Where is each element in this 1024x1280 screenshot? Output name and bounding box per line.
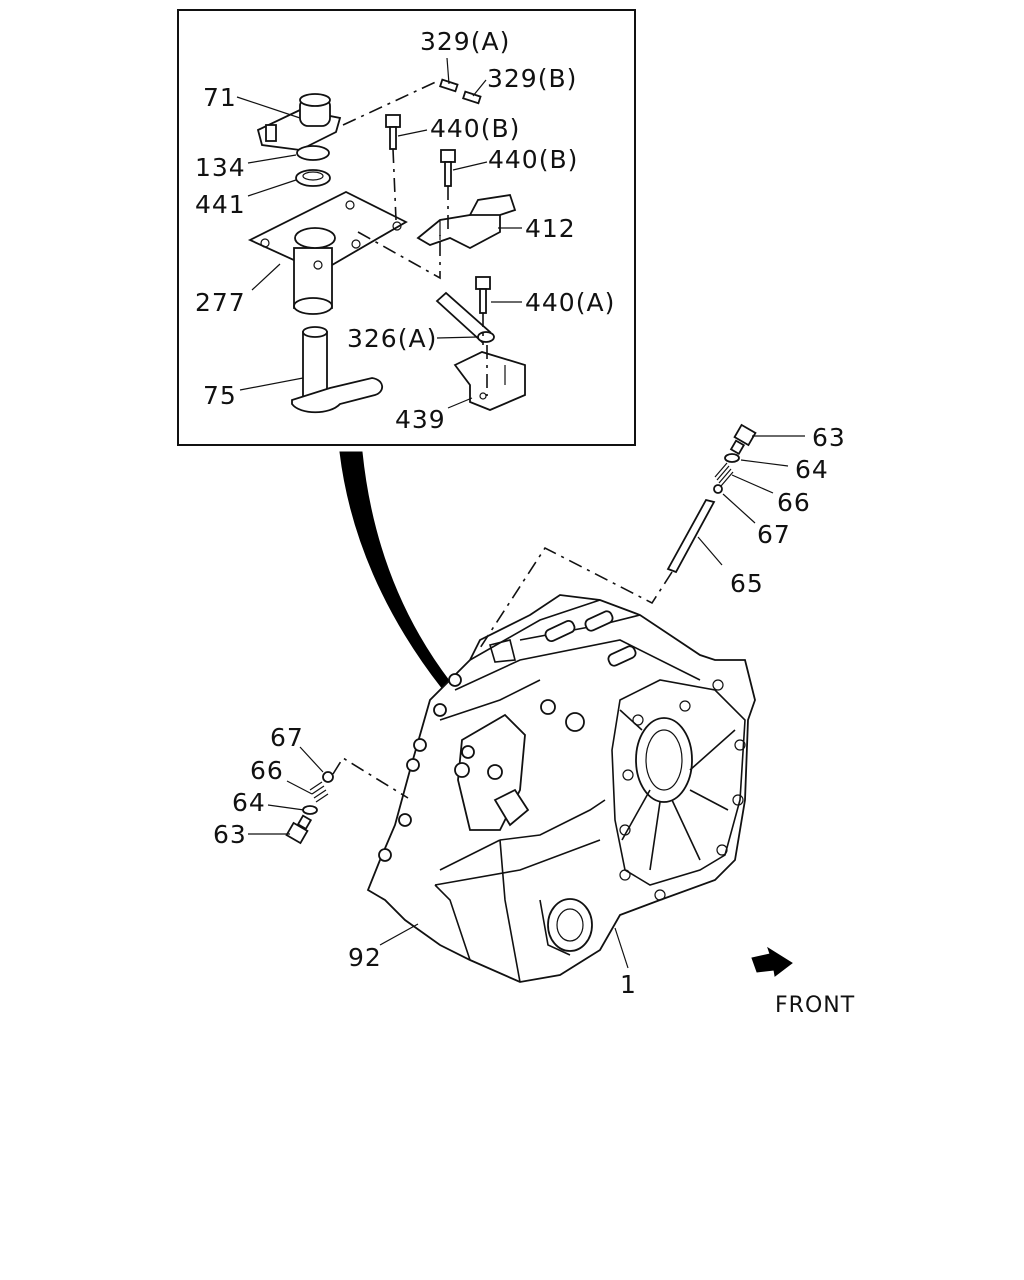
label-67-right: 67 <box>757 520 791 549</box>
label-64-left: 64 <box>232 788 266 817</box>
front-direction-indicator: FRONT <box>751 946 855 1018</box>
part-65-shift-rod <box>666 498 716 574</box>
label-277: 277 <box>195 288 246 317</box>
part-440b-bolt-1 <box>385 114 401 150</box>
label-67-left: 67 <box>270 723 304 752</box>
label-440b-2: 440(B) <box>488 145 578 174</box>
label-65: 65 <box>730 569 764 598</box>
part-134-oring <box>296 145 330 161</box>
part-63-plug-left <box>285 814 313 845</box>
part-439-bracket <box>453 351 526 411</box>
label-63-right: 63 <box>812 423 846 452</box>
label-1: 1 <box>620 970 637 999</box>
part-66-spring-right <box>714 462 734 487</box>
front-arrow-icon <box>751 946 793 977</box>
part-64-washer-right <box>724 453 740 463</box>
label-134: 134 <box>195 153 246 182</box>
part-329-pins <box>439 78 482 105</box>
label-440a: 440(A) <box>525 288 615 317</box>
part-440a-bolt <box>475 276 491 314</box>
label-66-left: 66 <box>250 756 284 785</box>
label-329a: 329(A) <box>420 27 510 56</box>
part-66-spring-left <box>309 781 329 803</box>
part-63-plug-right <box>729 423 757 456</box>
part-67-ball-left <box>322 771 334 783</box>
label-66-right: 66 <box>777 488 811 517</box>
detail-inset: 329(A) 329(B) 71 440(B) 440(B) 134 441 4… <box>177 9 636 446</box>
label-71: 71 <box>203 83 237 112</box>
part-441-seal <box>295 169 331 187</box>
part-277-plate <box>247 190 408 315</box>
left-detent-parts: 67 66 64 63 <box>213 723 409 849</box>
part-67-ball-right <box>713 484 723 494</box>
label-75: 75 <box>203 381 237 410</box>
label-front: FRONT <box>775 993 855 1018</box>
label-441: 441 <box>195 190 246 219</box>
label-63-left: 63 <box>213 820 247 849</box>
label-412: 412 <box>525 214 576 243</box>
part-326a-link <box>435 291 495 344</box>
part-75-shaft <box>291 326 384 414</box>
label-92: 92 <box>348 943 382 972</box>
part-71-bracket <box>256 93 342 151</box>
label-439: 439 <box>395 405 446 434</box>
label-440b-1: 440(B) <box>430 114 520 143</box>
label-326a: 326(A) <box>347 324 437 353</box>
label-329b: 329(B) <box>487 64 577 93</box>
part-1-transmission-case <box>366 594 756 983</box>
part-440b-bolt-2 <box>440 149 456 187</box>
right-detent-parts: 63 64 66 67 65 <box>479 423 846 649</box>
inset-pointer-arrow <box>339 451 451 689</box>
part-64-washer-left <box>302 805 318 815</box>
part-412-bracket <box>416 193 517 250</box>
label-64-right: 64 <box>795 455 829 484</box>
